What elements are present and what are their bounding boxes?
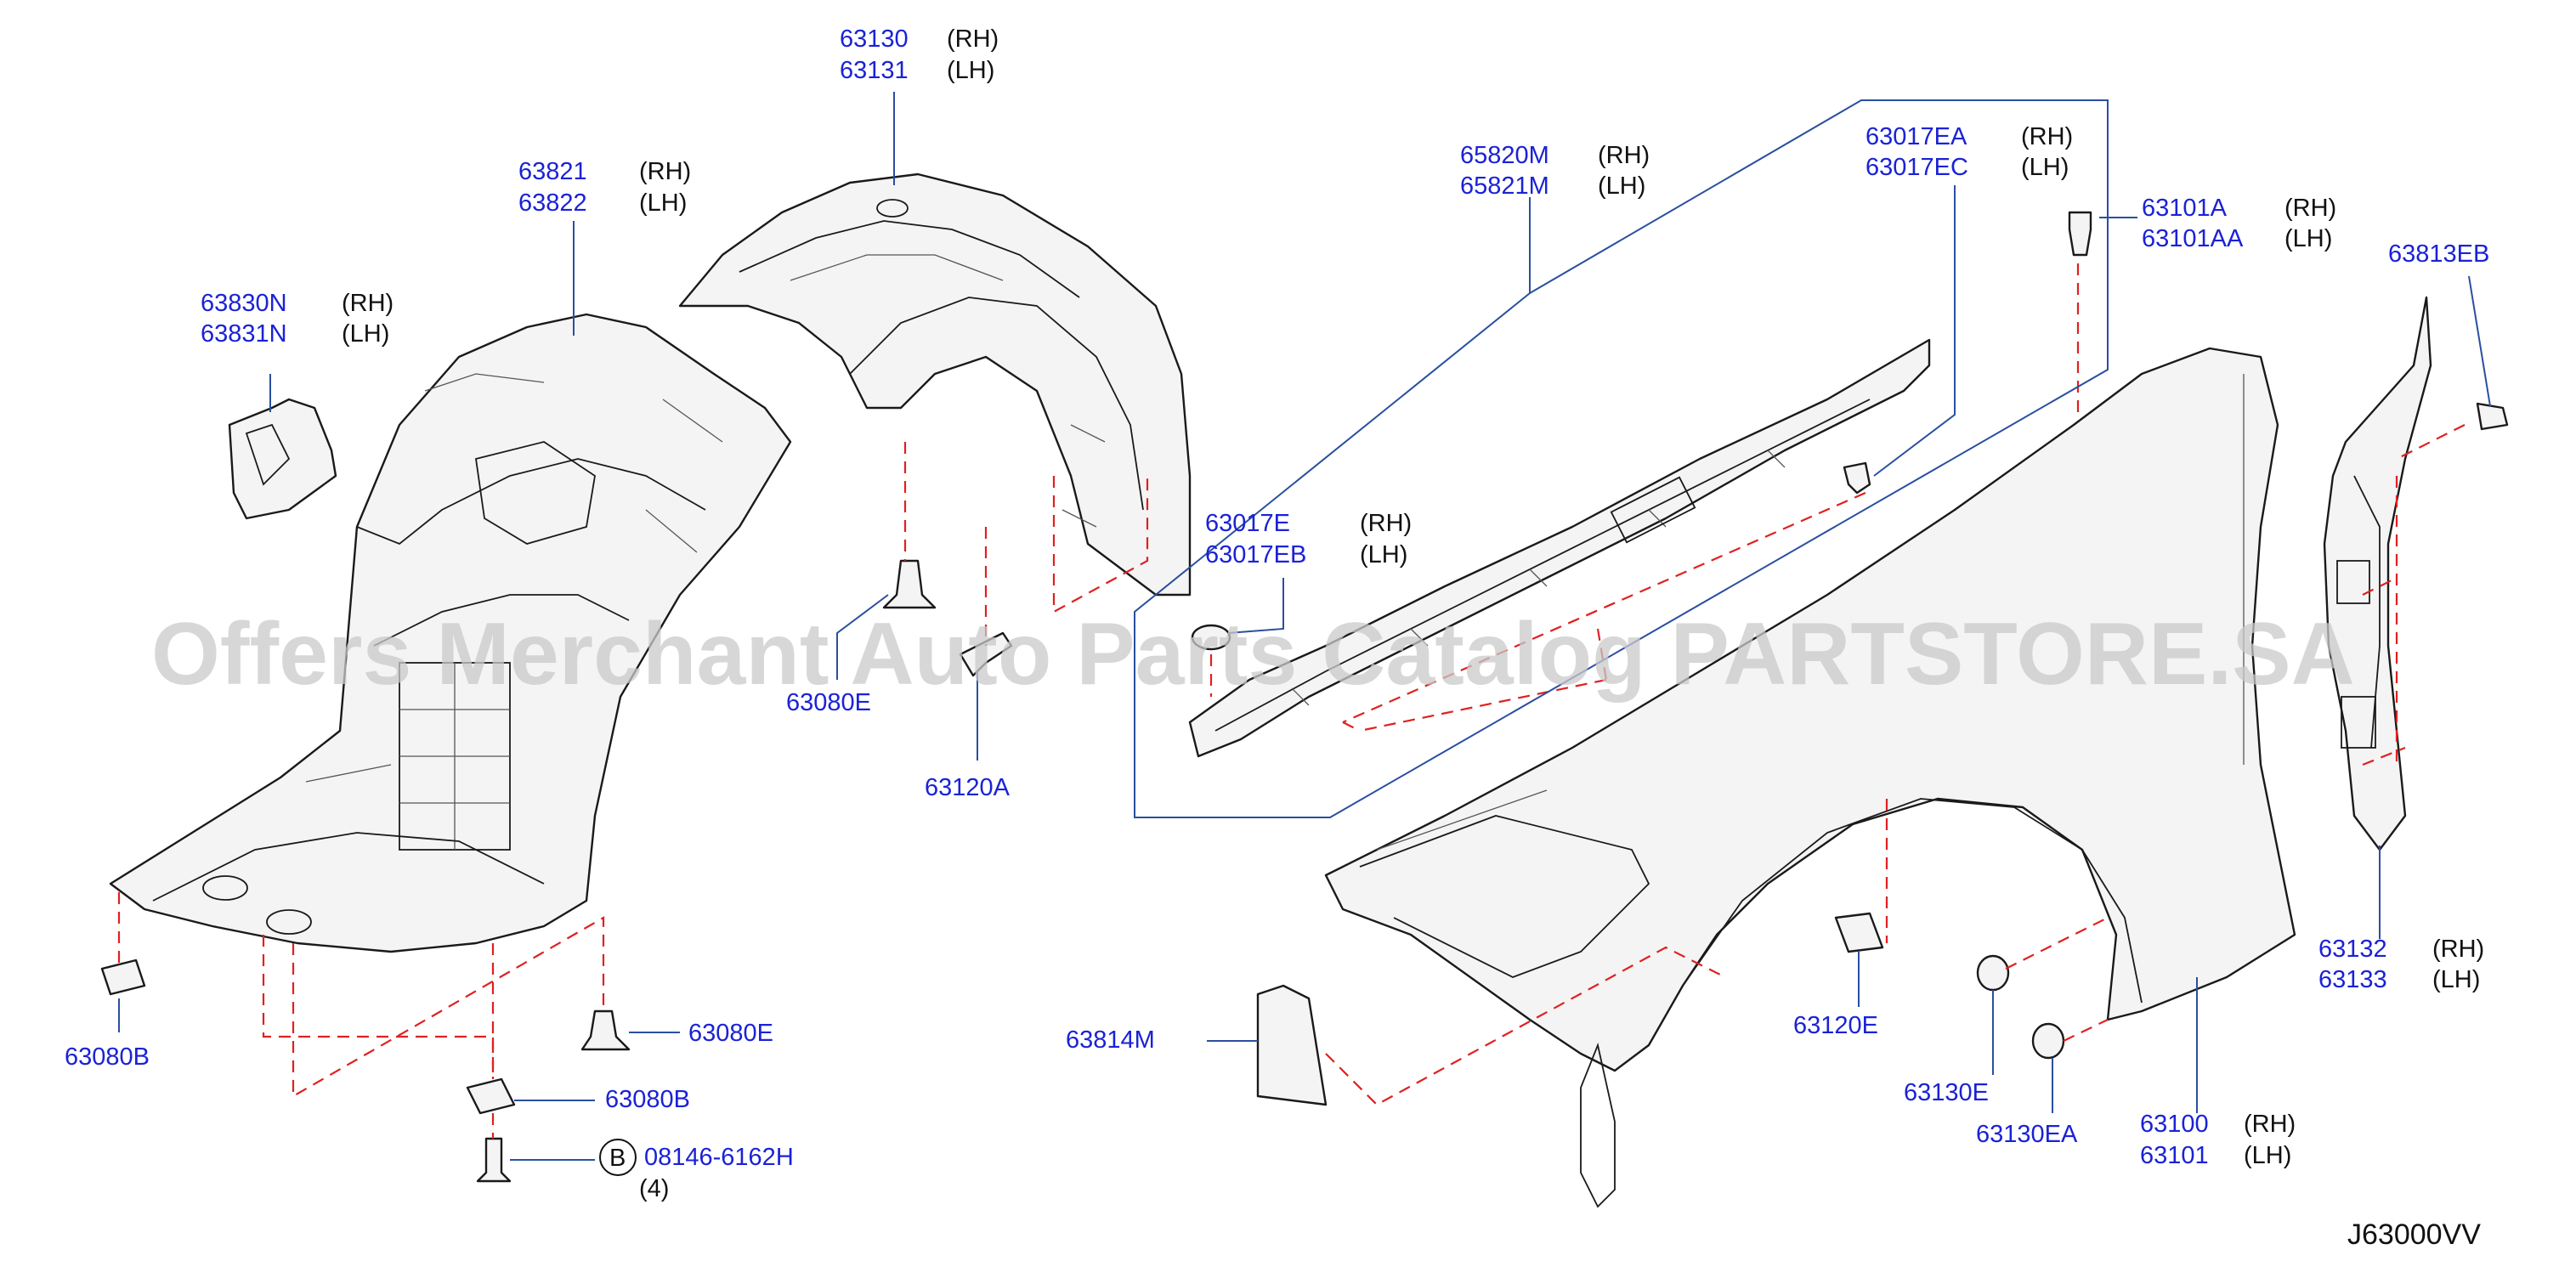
part-number: 63814M [1066,1026,1155,1054]
part-number: 63101 [2140,1142,2209,1169]
part-number: 65821M [1460,172,1549,200]
watermark: Offers Merchant Auto Parts Catalog PARTS… [151,605,2355,704]
callout-63080e-bottom: 63080E [688,1020,773,1047]
side-label: (LH) [2284,225,2332,252]
clip-63130ea-part [2031,1022,2065,1060]
callout-65820m: 65820M 65821M (RH) (LH) [1460,142,1650,200]
side-label: (LH) [2244,1142,2291,1169]
part-number: 63120A [925,774,1011,801]
callout-63120a: 63120A [925,774,1011,801]
part-number: 63821 [518,158,587,185]
part-number: 63101A [2142,195,2228,222]
part-number: 63813EB [2388,240,2489,268]
bolt-63101a-part [2068,211,2092,257]
side-label: (RH) [2021,123,2073,150]
callout-63017e: 63017E 63017EB (RH) (LH) [1205,510,1412,568]
part-number: 63017E [1205,510,1290,537]
callout-63080b-bottom: 63080B [605,1086,690,1113]
callout-08146-6162h: B 08146-6162H (4) [599,1139,794,1202]
part-number: 63120E [1793,1012,1878,1039]
part-number: 63831N [201,320,287,348]
clip-63080b-left-part [100,958,146,996]
side-label: (LH) [947,57,994,84]
fender-liner-front-part [109,313,792,953]
front-fender-part [1324,347,2296,1208]
clip-63017ea-part [1843,461,1871,495]
callout-63130e: 63130E [1904,1079,1989,1106]
part-number: 63132 [2318,936,2387,963]
side-label: (RH) [2244,1111,2296,1138]
seal-63814m-part [1256,984,1328,1106]
callout-63132: 63132 63133 (RH) (LH) [2318,936,2484,993]
side-label: (LH) [2432,966,2480,993]
part-number: 63080E [786,689,871,716]
part-number: 63822 [518,189,587,217]
side-label: (LH) [2021,154,2069,181]
side-label: (LH) [1360,541,1407,568]
clip-63080e-top-part [882,559,937,609]
part-number: 63080B [605,1086,690,1113]
callout-63101a: 63101A 63101AA (RH) (LH) [2142,195,2336,252]
fender-liner-rear-part [678,172,1192,597]
clip-63080b-bottom-part [466,1077,516,1115]
circle-letter-badge [599,1139,637,1176]
side-label: (RH) [2284,195,2336,222]
part-number: 63080B [65,1043,150,1071]
callout-63814m: 63814M [1066,1026,1155,1054]
part-number: 63133 [2318,966,2387,993]
side-label: (RH) [2432,936,2484,963]
side-label: (RH) [342,290,393,317]
callout-63813eb: 63813EB [2388,240,2489,268]
callout-63100: 63100 63101 (RH) (LH) [2140,1111,2296,1169]
leader-lines [118,92,2491,1161]
part-number: 63100 [2140,1111,2209,1138]
callout-63080e-top: 63080E [786,689,871,716]
part-number: 63101AA [2142,225,2244,252]
clip-63080e-bottom-part [580,1009,631,1051]
callout-63080b-left: 63080B [65,1043,150,1071]
part-number: 65820M [1460,142,1549,169]
fender-side-bracket-part [2323,296,2432,851]
part-number: 63830N [201,290,287,317]
part-number: 63130EA [1976,1121,2078,1148]
bolt-63813eb-part [2476,402,2509,431]
side-label: (LH) [342,320,389,348]
callout-63120e: 63120E [1793,1012,1878,1039]
circle-letter: B [609,1145,626,1172]
part-number: 63017EA [1865,123,1967,150]
fender-reinforcement-part [1188,338,1931,758]
bolt-08146-part [476,1137,512,1183]
side-label: (RH) [639,158,691,185]
part-number: 63080E [688,1020,773,1047]
assembly-dash-lines [117,263,2466,1139]
callout-63130ea: 63130EA [1976,1121,2078,1148]
part-number: 63131 [840,57,909,84]
side-label: (RH) [1360,510,1412,537]
diagram-code: J63000VV [2347,1219,2481,1251]
callout-63830n: 63830N 63831N (RH) (LH) [201,290,393,348]
side-label: (RH) [1598,142,1650,169]
clip-63017e-part [1191,624,1231,651]
side-label: (RH) [947,25,999,53]
part-number: 63130E [1904,1079,1989,1106]
part-number: 63130 [840,25,909,53]
quantity-label: (4) [639,1175,669,1202]
clip-63130e-part [1976,954,2010,992]
part-number: 08146-6162H [644,1144,794,1171]
bracket-63830n-part [228,398,337,520]
side-label: (LH) [1598,172,1645,200]
callout-63821: 63821 63822 (RH) (LH) [518,158,691,217]
part-number: 63017EC [1865,154,1968,181]
part-number: 63017EB [1205,541,1306,568]
side-label: (LH) [639,189,687,217]
clip-63120e-part [1834,912,1884,953]
bolt-63120a-part [959,631,1013,677]
callout-63130: 63130 63131 (RH) (LH) [840,25,999,84]
callout-63017ea: 63017EA 63017EC (RH) (LH) [1865,123,2073,181]
